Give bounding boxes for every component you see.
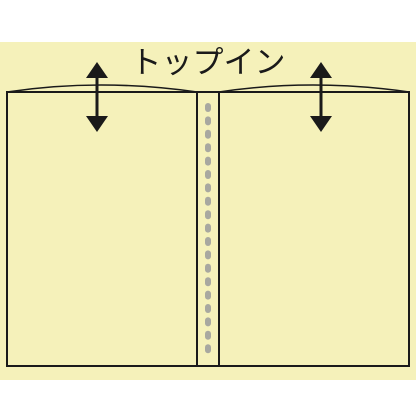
punch-hole: [205, 116, 211, 126]
punch-hole: [205, 210, 211, 220]
bottom-margin: [0, 380, 416, 416]
punch-hole: [205, 330, 211, 340]
left-pocket: [6, 91, 198, 367]
punch-hole: [205, 143, 211, 153]
punch-hole: [205, 290, 211, 300]
punch-hole: [205, 344, 211, 354]
punch-hole: [205, 223, 211, 233]
punch-hole: [205, 103, 211, 112]
top-in-label: トップイン: [131, 45, 286, 81]
up-down-arrow-icon: [310, 62, 332, 132]
punch-holes: [205, 103, 211, 354]
up-down-arrow-icon: [86, 62, 108, 132]
punch-hole: [205, 317, 211, 327]
punch-hole: [205, 250, 211, 260]
right-pocket-opening-curve: [218, 84, 410, 93]
punch-hole: [205, 156, 211, 166]
top-margin: [0, 0, 416, 42]
punch-hole: [205, 129, 211, 139]
left-pocket-opening-curve: [6, 84, 198, 93]
right-pocket: [218, 91, 410, 367]
punch-hole: [205, 183, 211, 193]
punch-hole: [205, 263, 211, 273]
punch-hole: [205, 277, 211, 287]
punch-hole: [205, 237, 211, 246]
punch-hole: [205, 196, 211, 206]
punch-hole: [205, 304, 211, 313]
punch-hole: [205, 170, 211, 179]
